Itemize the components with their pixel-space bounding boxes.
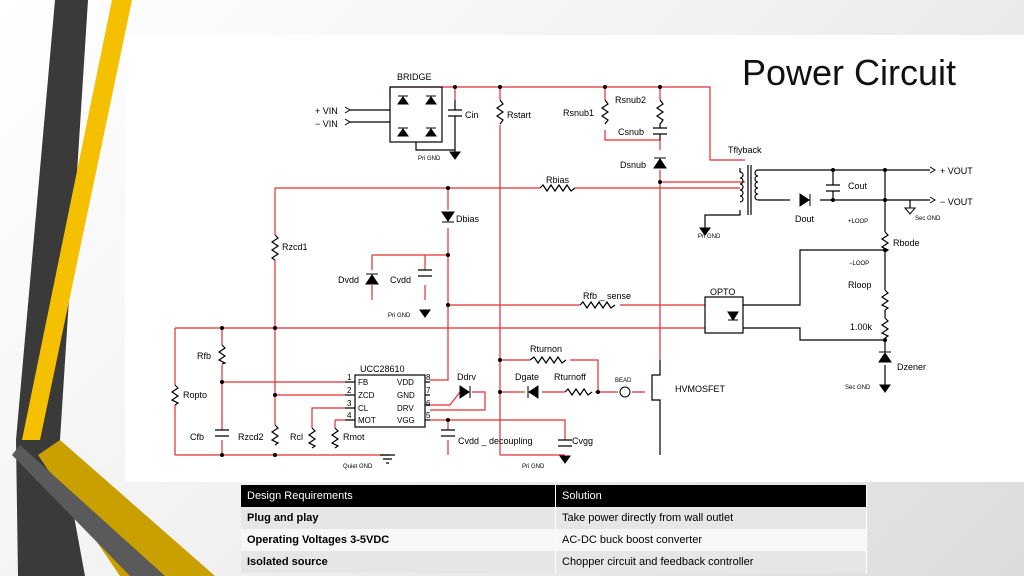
requirement-cell: Isolated source <box>241 551 556 573</box>
pin-cl: CL <box>358 404 369 413</box>
circuit-schematic: BRIDGE + VIN − VIN Cin Pri GND Rstart Rs… <box>170 72 973 470</box>
cvdd-label: Cvdd <box>390 275 411 285</box>
ddrv-diode <box>459 385 470 399</box>
cvdd-decoupling-label: Cvdd _ decoupling <box>458 436 533 446</box>
pin-drv: DRV <box>397 404 414 413</box>
dsnub-diode <box>653 158 667 169</box>
ropto-label: Ropto <box>183 390 207 400</box>
gray-stripe <box>12 445 165 576</box>
yellow-stripe <box>22 0 132 440</box>
vout-minus-label: − VOUT <box>940 197 973 207</box>
sec-gnd-label: Sec GND <box>915 216 941 222</box>
csnub-label: Csnub <box>618 127 644 137</box>
cvgg-label: Cvgg <box>572 436 593 446</box>
rbode-label: Rbode <box>893 238 920 248</box>
dgate-diode <box>528 385 539 399</box>
decorative-stripes <box>12 0 215 576</box>
pin-num-3: 3 <box>347 399 352 408</box>
header-solution: Solution <box>555 485 867 507</box>
pin-vdd: VDD <box>397 378 414 387</box>
quiet-gnd-label: Quiet GND <box>343 464 373 470</box>
rzcd1-label: Rzcd1 <box>282 242 308 252</box>
component-outlines <box>170 86 930 464</box>
ic-label: UCC28610 <box>360 364 405 374</box>
rfb-label: Rfb <box>197 351 211 361</box>
bridge-label: BRIDGE <box>397 72 432 82</box>
pri-gnd-label-2: Pri GND <box>388 313 411 319</box>
rturnon-label: Rturnon <box>530 344 562 354</box>
dvdd-label: Dvdd <box>338 275 359 285</box>
pin-num-2: 2 <box>347 386 352 395</box>
vin-plus-label: + VIN <box>315 106 338 116</box>
tflyback-label: Tflyback <box>728 145 762 155</box>
ic-pins: FB ZCD CL MOT VDD GND DRV VGG 1 2 3 4 8 … <box>347 373 431 425</box>
rloop-label: Rloop <box>848 280 872 290</box>
junction-dots <box>220 85 887 457</box>
pri-gnd-label-3: Pri GND <box>522 464 545 470</box>
cout-label: Cout <box>848 181 868 191</box>
pin-mot: MOT <box>358 416 376 425</box>
dvdd-diode <box>365 274 379 285</box>
pin-gnd: GND <box>397 391 415 400</box>
solution-cell: Chopper circuit and feedback controller <box>555 551 867 573</box>
rbias-label: Rbias <box>546 175 570 185</box>
diodes <box>365 95 917 464</box>
bead-label: BEAD <box>615 378 632 384</box>
solution-cell: Take power directly from wall outlet <box>555 507 867 529</box>
table-header-row: Design Requirements Solution <box>241 485 867 507</box>
bead-symbol <box>619 386 631 398</box>
pin-zcd: ZCD <box>358 391 375 400</box>
dzener-diode <box>878 352 892 363</box>
rsnub1-label: Rsnub1 <box>563 108 594 118</box>
terminal-markers <box>344 106 936 204</box>
pri-gnd-label: Pri GND <box>418 156 441 162</box>
pin-num-5: 5 <box>426 411 431 420</box>
dgate-label: Dgate <box>515 372 539 382</box>
schematic-panel: BRIDGE + VIN − VIN Cin Pri GND Rstart Rs… <box>125 35 1024 482</box>
pin-num-4: 4 <box>347 411 352 420</box>
pin-num-7: 7 <box>426 386 431 395</box>
rstart-label: Rstart <box>507 110 532 120</box>
hvmosfet-label: HVMOSFET <box>675 384 726 394</box>
loop-plus-label: +LOOP <box>848 219 868 225</box>
rfb-sense-label: Rfb _ sense <box>583 291 631 301</box>
rzcd2-label: Rzcd2 <box>238 432 264 442</box>
requirement-cell: Operating Voltages 3-5VDC <box>241 529 556 551</box>
dout-label: Dout <box>795 214 815 224</box>
vout-plus-label: + VOUT <box>940 166 973 176</box>
dbias-diode <box>441 211 455 222</box>
pin-vgg: VGG <box>397 416 415 425</box>
pin-fb: FB <box>358 378 368 387</box>
pin-num-8: 8 <box>426 373 431 382</box>
dout-diode <box>799 193 810 207</box>
solution-cell: AC-DC buck boost converter <box>555 529 867 551</box>
requirements-table: Design Requirements Solution Plug and pl… <box>241 485 867 573</box>
cfb-label: Cfb <box>190 432 204 442</box>
dsnub-label: Dsnub <box>620 160 646 170</box>
ddrv-label: Ddrv <box>457 372 477 382</box>
opto-label: OPTO <box>710 287 735 297</box>
cin-label: Cin <box>465 110 479 120</box>
rturnoff-label: Rturnoff <box>554 372 586 382</box>
loop-minus-label: −LOOP <box>849 261 869 267</box>
requirement-cell: Plug and play <box>241 507 556 529</box>
r-1k-label: 1.00k <box>850 322 873 332</box>
primary-wires <box>174 86 745 456</box>
sec-gnd-label-2: Sec GND <box>845 385 871 391</box>
rcl-label: Rcl <box>290 432 303 442</box>
pri-gnd-label-4: Pri GND <box>698 234 721 240</box>
header-design-requirements: Design Requirements <box>241 485 556 507</box>
table-row: Operating Voltages 3-5VDC AC-DC buck boo… <box>241 529 867 551</box>
pin-num-6: 6 <box>426 399 431 408</box>
gold-stripe <box>38 440 215 576</box>
rsnub2-label: Rsnub2 <box>615 95 646 105</box>
vin-minus-label: − VIN <box>315 119 338 129</box>
rmot-label: Rmot <box>343 432 365 442</box>
dbias-label: Dbias <box>456 214 480 224</box>
table-row: Isolated source Chopper circuit and feed… <box>241 551 867 573</box>
pin-num-1: 1 <box>347 373 352 382</box>
slide-title: Power Circuit <box>742 52 957 93</box>
dzener-label: Dzener <box>897 362 926 372</box>
table-row: Plug and play Take power directly from w… <box>241 507 867 529</box>
